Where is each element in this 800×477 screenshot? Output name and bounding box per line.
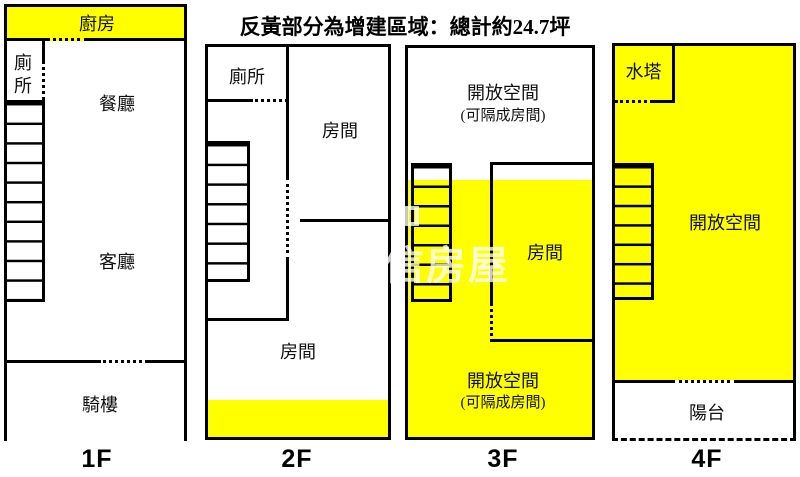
door-opening bbox=[98, 360, 148, 366]
wall-segment bbox=[4, 38, 48, 41]
living-label: 客廳 bbox=[99, 252, 135, 272]
wall-segment bbox=[490, 339, 592, 342]
wall-segment bbox=[653, 100, 675, 103]
door-opening bbox=[615, 100, 653, 106]
wall-segment bbox=[4, 360, 98, 363]
door-opening bbox=[250, 99, 288, 105]
wall-segment bbox=[205, 318, 289, 321]
open-space-bottom-label: 開放空間 bbox=[467, 371, 539, 391]
stairs-2f bbox=[205, 141, 250, 282]
wall-segment bbox=[490, 162, 493, 303]
wall-segment bbox=[86, 38, 187, 41]
floor-3f-outline bbox=[405, 45, 595, 440]
room-lower-label: 房間 bbox=[280, 342, 316, 362]
floor-2f-tag: 2F bbox=[281, 445, 313, 473]
door-opening bbox=[46, 38, 88, 44]
open-space-top-note: (可隔成房間) bbox=[460, 108, 546, 124]
toilet-label: 廁所 bbox=[14, 53, 32, 97]
wall-segment bbox=[612, 380, 672, 383]
wall-segment bbox=[148, 360, 187, 363]
floor-4f-tag: 4F bbox=[691, 445, 723, 473]
wall-segment bbox=[286, 44, 289, 177]
water-tower-label: 水塔 bbox=[625, 62, 662, 82]
stairs-1f bbox=[4, 100, 45, 302]
wall-segment bbox=[672, 43, 675, 103]
page-title: 反黃部分為增建區域：總計約24.7坪 bbox=[239, 15, 571, 39]
stairs-3f bbox=[411, 163, 452, 302]
floor-1f-tag: 1F bbox=[81, 445, 113, 473]
wall-segment bbox=[490, 162, 592, 165]
toilet-2f-label: 廁所 bbox=[229, 67, 265, 87]
door-opening bbox=[490, 303, 496, 342]
open-space-top-label: 開放空間 bbox=[467, 83, 539, 103]
addition-area-2f bbox=[208, 400, 388, 437]
watermark-fragment bbox=[405, 206, 419, 226]
open-space-bottom-note: (可隔成房間) bbox=[460, 395, 546, 411]
stairs-4f bbox=[612, 163, 654, 300]
dining-label: 餐廳 bbox=[99, 94, 135, 114]
wall-segment bbox=[286, 260, 289, 321]
room-upper-label: 房間 bbox=[322, 121, 358, 141]
arcade-label: 騎樓 bbox=[82, 395, 118, 415]
wall-segment bbox=[300, 219, 391, 222]
watermark-text: 信房屋 bbox=[384, 244, 510, 288]
kitchen-label: 廚房 bbox=[79, 14, 115, 34]
open-space-4f-label: 開放空間 bbox=[689, 213, 761, 233]
wall-segment bbox=[205, 99, 250, 102]
floor-3f-tag: 3F bbox=[487, 445, 519, 473]
door-opening bbox=[42, 61, 48, 100]
kitchen-room bbox=[4, 4, 187, 41]
wall-segment bbox=[42, 41, 45, 61]
room-3f-label: 房間 bbox=[527, 243, 563, 263]
wall-segment bbox=[737, 380, 796, 383]
door-opening bbox=[286, 177, 292, 260]
door-opening bbox=[672, 380, 737, 386]
balcony-label: 陽台 bbox=[689, 403, 725, 423]
